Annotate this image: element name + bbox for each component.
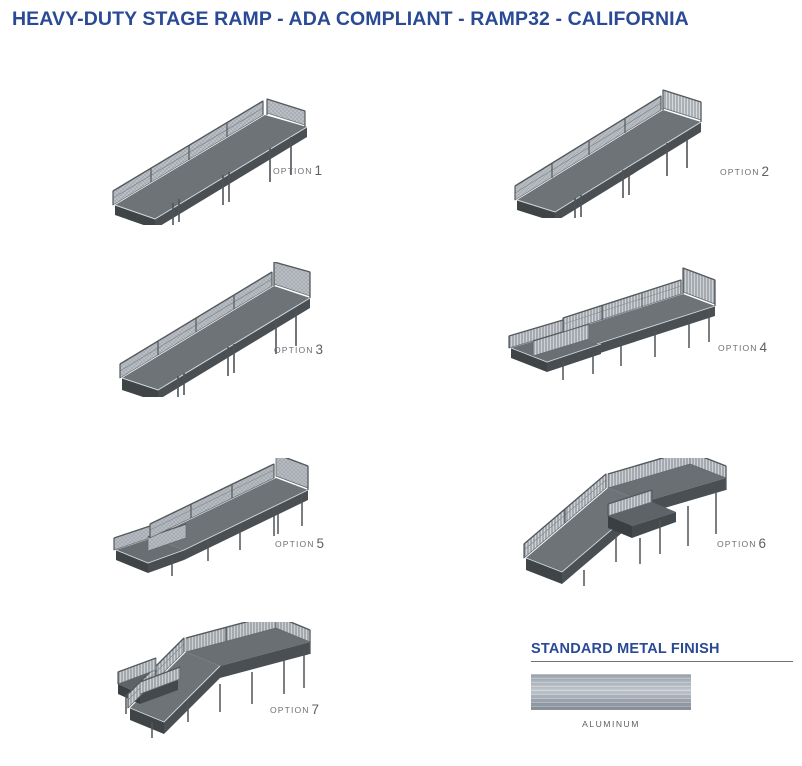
option-label-prefix: OPTION	[270, 705, 310, 715]
aluminum-swatch-label: ALUMINUM	[582, 719, 640, 729]
finish-heading: STANDARD METAL FINISH	[531, 641, 720, 657]
option-label-number: 2	[761, 164, 770, 179]
option-label-number: 4	[759, 340, 768, 355]
option-label-prefix: OPTION	[274, 345, 314, 355]
option-label-number: 1	[314, 163, 323, 178]
finish-divider	[531, 661, 793, 662]
option-label-prefix: OPTION	[273, 166, 313, 176]
option-label-prefix: OPTION	[717, 539, 757, 549]
aluminum-swatch[interactable]	[531, 674, 691, 710]
option-label-number: 6	[758, 536, 767, 551]
page-title: HEAVY-DUTY STAGE RAMP - ADA COMPLIANT - …	[12, 8, 689, 30]
option-label-number: 7	[311, 702, 320, 717]
option-label-prefix: OPTION	[720, 167, 760, 177]
ramp-illustration-7	[117, 622, 311, 738]
option-label-prefix: OPTION	[275, 539, 315, 549]
ramp-illustration-3	[119, 262, 311, 397]
option-label-number: 3	[315, 342, 324, 357]
option-label-prefix: OPTION	[718, 343, 758, 353]
ramp-illustration-6	[523, 458, 727, 586]
option-label-number: 5	[316, 536, 325, 551]
ramp-illustration-5	[113, 458, 309, 576]
ramp-illustration-1	[112, 98, 308, 225]
finish-swatch-group[interactable]: ALUMINUM	[531, 674, 793, 729]
ramp-illustration-4	[508, 267, 716, 380]
ramp-illustration-2	[514, 89, 702, 218]
standard-metal-finish-panel: STANDARD METAL FINISH ALUMINUM	[531, 641, 793, 729]
